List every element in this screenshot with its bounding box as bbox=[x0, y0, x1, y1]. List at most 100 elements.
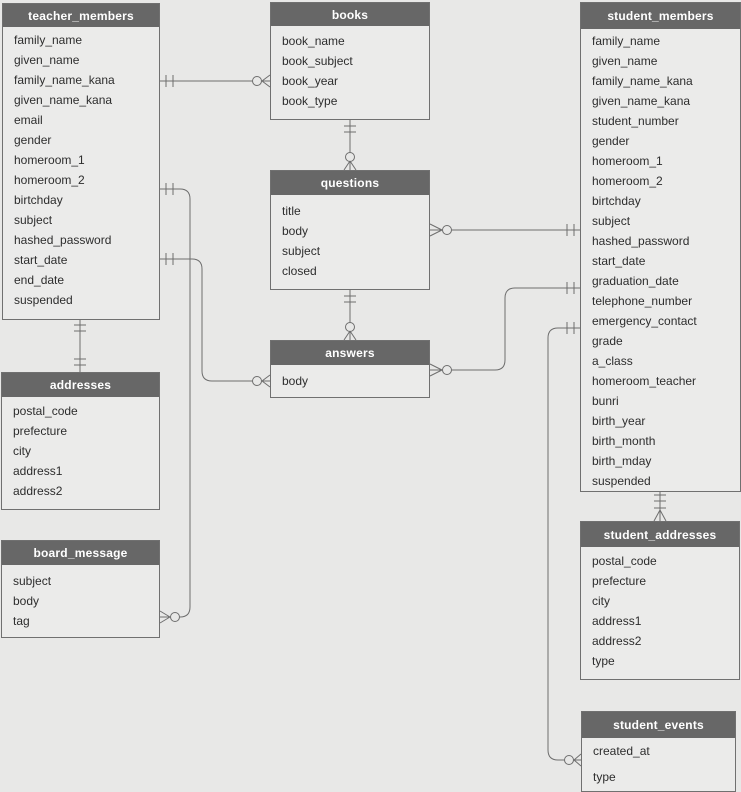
field-row: birth_mday bbox=[592, 454, 652, 468]
relationship-books_questions bbox=[343, 120, 357, 171]
field-row: address1 bbox=[592, 614, 642, 628]
field-row: type bbox=[593, 770, 616, 784]
field-row: gender bbox=[14, 133, 52, 147]
relationship-teacher_answers bbox=[160, 253, 271, 388]
field-row: start_date bbox=[14, 253, 68, 267]
entity-title: addresses bbox=[2, 373, 159, 397]
field-row: closed bbox=[282, 264, 317, 278]
field-row: prefecture bbox=[13, 424, 68, 438]
field-row: address2 bbox=[13, 484, 63, 498]
field-row: hashed_password bbox=[14, 233, 112, 247]
field-row: book_name bbox=[282, 34, 345, 48]
field-row: birtchday bbox=[14, 193, 63, 207]
field-row: grade bbox=[592, 334, 623, 348]
entity-title: board_message bbox=[2, 541, 159, 565]
field-row: given_name bbox=[592, 54, 658, 68]
entity-fields: book_name book_subject book_year book_type bbox=[271, 26, 429, 119]
field-row: birtchday bbox=[592, 194, 641, 208]
field-row: family_name_kana bbox=[592, 74, 693, 88]
entity-title: student_events bbox=[582, 712, 735, 738]
entity-fields: postal_code prefecture city address1 address… bbox=[2, 397, 159, 509]
relationship-teacher_board_message bbox=[159, 183, 191, 624]
field-row: type bbox=[592, 654, 615, 668]
field-row: book_subject bbox=[282, 54, 353, 68]
field-row: birth_month bbox=[592, 434, 656, 448]
field-row: homeroom_1 bbox=[592, 154, 663, 168]
relationship-student_addresses_rel bbox=[653, 490, 667, 522]
field-row: book_year bbox=[282, 74, 339, 88]
field-row: homeroom_1 bbox=[14, 153, 85, 167]
field-row: given_name_kana bbox=[592, 94, 691, 108]
field-row: birth_year bbox=[592, 414, 646, 428]
relationship-questions_answers bbox=[343, 290, 357, 341]
entity-questions[interactable]: questions title body subject closed bbox=[270, 170, 430, 290]
field-row: subject bbox=[14, 213, 53, 227]
field-row: address1 bbox=[13, 464, 63, 478]
field-row: a_class bbox=[592, 354, 633, 368]
entity-title: books bbox=[271, 3, 429, 26]
field-row: bunri bbox=[592, 394, 619, 408]
field-row: title bbox=[282, 204, 301, 218]
field-row: city bbox=[592, 594, 610, 608]
field-row: family_name_kana bbox=[14, 73, 115, 87]
field-row: student_number bbox=[592, 114, 679, 128]
relationship-student_questions bbox=[429, 223, 580, 237]
relationship-student_answers bbox=[429, 282, 580, 377]
field-row: subject bbox=[592, 214, 631, 228]
field-row: homeroom_2 bbox=[592, 174, 663, 188]
field-row: subject bbox=[13, 574, 52, 588]
entity-student_addresses[interactable]: student_addresses postal_code prefecture ci… bbox=[580, 521, 740, 680]
entity-fields: title body subject closed bbox=[271, 195, 429, 289]
field-row: telephone_number bbox=[592, 294, 693, 308]
field-row: postal_code bbox=[592, 554, 657, 568]
field-row: body bbox=[13, 594, 40, 608]
field-row: homeroom_2 bbox=[14, 173, 85, 187]
entity-fields: postal_code prefecture city address1 address… bbox=[581, 547, 739, 679]
field-row: suspended bbox=[592, 474, 651, 488]
field-row: family_name bbox=[592, 34, 661, 48]
entity-title: answers bbox=[271, 341, 429, 365]
field-row: created_at bbox=[593, 744, 650, 758]
field-row: start_date bbox=[592, 254, 646, 268]
relationship-student_events_rel bbox=[547, 322, 582, 767]
relationship-teacher_addresses bbox=[74, 320, 86, 372]
field-row: end_date bbox=[14, 273, 65, 287]
field-row: homeroom_teacher bbox=[592, 374, 697, 388]
field-row: prefecture bbox=[592, 574, 647, 588]
field-row: hashed_password bbox=[592, 234, 690, 248]
field-row: tag bbox=[13, 614, 30, 628]
entity-title: student_addresses bbox=[581, 522, 739, 547]
field-row: given_name bbox=[14, 53, 80, 67]
field-row: graduation_date bbox=[592, 274, 679, 288]
field-row: postal_code bbox=[13, 404, 78, 418]
relationship-teacher_books bbox=[160, 74, 271, 88]
entity-addresses[interactable]: addresses postal_code prefecture city addres… bbox=[1, 372, 160, 510]
field-row: emergency_contact bbox=[592, 314, 697, 328]
field-row: given_name_kana bbox=[14, 93, 113, 107]
entity-title: questions bbox=[271, 171, 429, 195]
entity-title: student_members bbox=[581, 3, 740, 29]
entity-fields: subject body tag bbox=[2, 565, 159, 637]
field-row: body bbox=[282, 224, 309, 238]
entity-fields: body bbox=[271, 365, 429, 397]
field-row: address2 bbox=[592, 634, 642, 648]
field-row: city bbox=[13, 444, 31, 458]
field-row: email bbox=[14, 113, 43, 127]
field-row: family_name bbox=[14, 33, 83, 47]
field-row: subject bbox=[282, 244, 321, 258]
entity-answers[interactable]: answers body bbox=[270, 340, 430, 398]
field-row: gender bbox=[592, 134, 630, 148]
field-row: body bbox=[282, 374, 309, 388]
entity-title: teacher_members bbox=[3, 4, 159, 27]
field-row: book_type bbox=[282, 94, 338, 108]
